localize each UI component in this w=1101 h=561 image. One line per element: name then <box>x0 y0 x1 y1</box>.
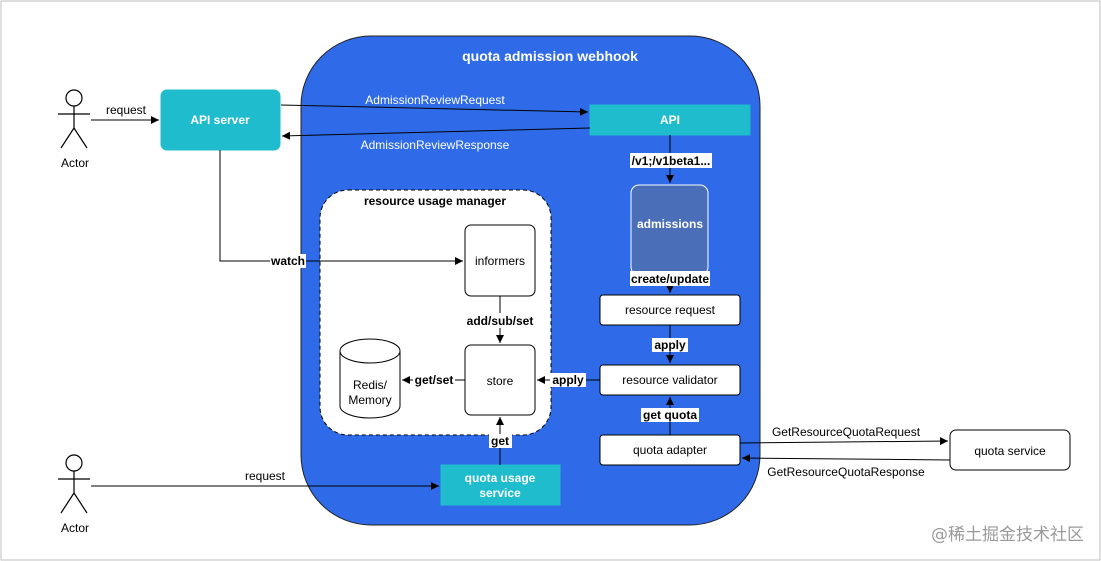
edge-admission-review-response-label: AdmissionReviewResponse <box>361 138 510 152</box>
edge-get-quota-label: get quota <box>643 408 697 422</box>
edge-get-set-bg <box>413 373 455 387</box>
edge-watch <box>219 150 463 265</box>
edge-api-path-bg <box>630 153 712 168</box>
actor-top-icon <box>58 89 90 149</box>
edge-get-resource-quota-request <box>739 437 949 446</box>
edge-add-sub-set-label: add/sub/set <box>467 314 534 328</box>
edge-apply-2-bg <box>550 373 586 387</box>
edge-get-resource-quota-response-label: GetResourceQuotaResponse <box>767 465 925 479</box>
quota-usage-label-1: quota usage <box>465 471 536 485</box>
watermark: @稀土掘金技术社区 <box>931 525 1084 545</box>
edge-api-path-label: /v1;/v1beta1... <box>632 154 711 168</box>
quota-service-node <box>949 429 1071 471</box>
edge-apply-1-label: apply <box>654 338 686 352</box>
actor-bottom-label: Actor <box>61 521 89 535</box>
edge-request-top-label: request <box>106 103 147 117</box>
webhook-title: quota admission webhook <box>462 48 638 64</box>
resource-usage-manager-label: resource usage manager <box>364 194 506 208</box>
quota-usage-label-2: service <box>479 486 521 500</box>
redis-label-2: Memory <box>348 393 391 407</box>
edge-watch-label: watch <box>270 254 305 268</box>
api-label: API <box>660 113 680 127</box>
quota-service-label: quota service <box>974 444 1046 458</box>
edge-get-label: get <box>491 434 509 448</box>
edge-admission-review-request-label: AdmissionReviewRequest <box>365 93 505 107</box>
edge-apply-2-label: apply <box>552 373 584 387</box>
edge-get-bg <box>489 434 512 448</box>
edge-get-quota-bg <box>641 408 699 422</box>
redis-cylinder <box>339 338 401 419</box>
store-label: store <box>487 374 514 388</box>
edge-get-resource-quota-response <box>741 454 951 463</box>
edge-admission-review-request <box>280 104 589 116</box>
api-node <box>589 104 751 136</box>
edge-get-set-label: get/set <box>415 373 454 387</box>
edge-add-sub-set-bg <box>466 313 534 328</box>
edge-get-resource-quota-request-label: GetResourceQuotaRequest <box>772 425 921 439</box>
api-server-label: API server <box>190 113 250 127</box>
edge-apply-1-bg <box>652 338 688 352</box>
informers-label: informers <box>475 254 525 268</box>
edge-watch-bg <box>270 254 306 268</box>
actor-top-label: Actor <box>61 156 89 170</box>
redis-label-1: Redis/ <box>353 378 388 392</box>
resource-validator-label: resource validator <box>622 373 717 387</box>
edge-request-bottom-label: request <box>245 469 286 483</box>
edge-create-update-bg <box>630 271 710 286</box>
edge-create-update-label: create/update <box>631 272 709 286</box>
resource-request-label: resource request <box>625 303 716 317</box>
quota-adapter-label: quota adapter <box>633 443 707 457</box>
actor-bottom-icon <box>58 454 90 514</box>
edge-admission-review-response <box>281 127 591 140</box>
admissions-label: admissions <box>637 217 703 231</box>
